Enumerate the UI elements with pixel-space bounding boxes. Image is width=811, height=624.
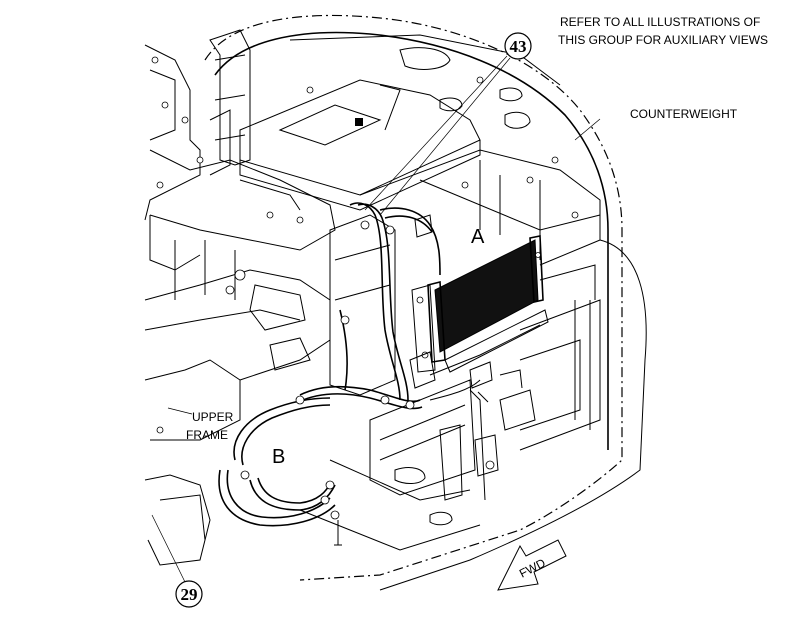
callout-29-number: 29 (181, 585, 198, 604)
counterweight-outline (204, 14, 647, 591)
refer-note-line2: THIS GROUP FOR AUXILIARY VIEWS (558, 33, 768, 47)
callout-43-number: 43 (510, 37, 527, 56)
fwd-arrow: FWD (497, 539, 567, 591)
hose-lines (218, 202, 495, 546)
upper-frame-label-line2: FRAME (186, 428, 228, 442)
upper-cover-plate (209, 29, 579, 219)
callout-43: 43 (504, 32, 532, 60)
callout-29: 29 (175, 580, 203, 608)
upper-frame-label-line1: UPPER (192, 410, 234, 424)
fwd-arrow-label: FWD (517, 556, 548, 581)
counterweight-label: COUNTERWEIGHT (630, 107, 738, 121)
rear-frame-rails (359, 149, 601, 451)
view-a-label: A (471, 226, 485, 248)
lower-tank (299, 214, 499, 551)
upper-frame-structure (144, 44, 336, 566)
refer-note-line1: REFER TO ALL ILLUSTRATIONS OF (560, 15, 760, 29)
leader-lines (151, 55, 601, 583)
cooler-core (411, 235, 549, 376)
view-b-label: B (272, 446, 285, 468)
